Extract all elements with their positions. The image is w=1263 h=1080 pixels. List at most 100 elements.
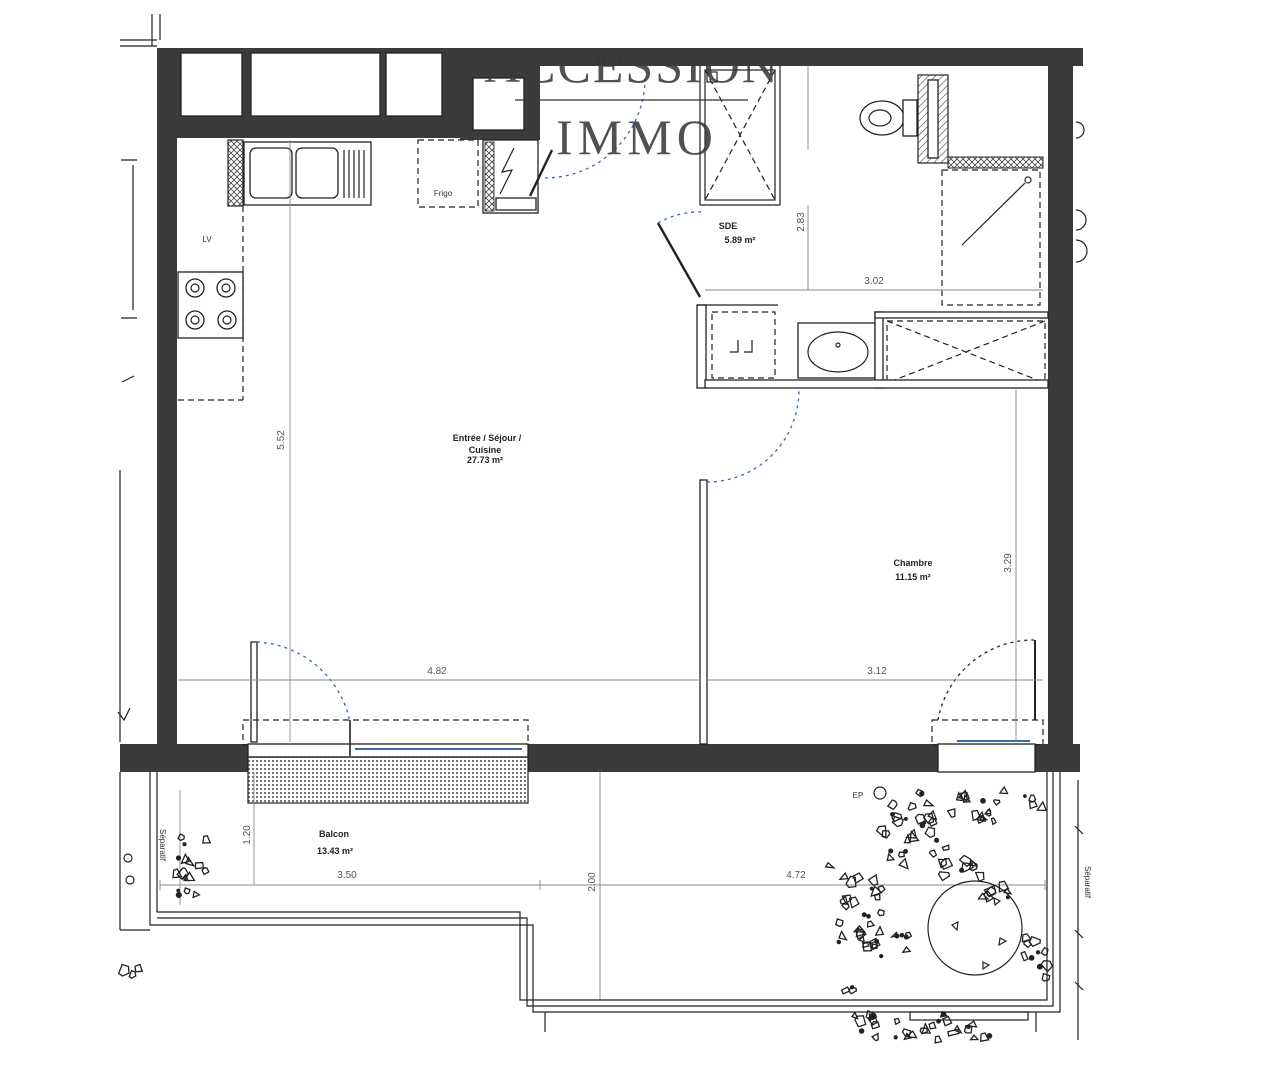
bathroom: SDE 5.89 m² [656, 66, 1049, 389]
context-line [1075, 121, 1088, 263]
plant-symbol [1040, 946, 1049, 957]
dimension-label: 2.00 [587, 872, 598, 892]
threshold-sill [247, 756, 529, 804]
plant-symbol [848, 896, 860, 909]
washing-machine [711, 311, 776, 379]
separator-label: Séparatif [158, 829, 167, 862]
watermark-line2: IMMO [556, 109, 718, 165]
plant-symbol [134, 963, 144, 973]
plant-symbol [955, 791, 965, 802]
plant-symbol [983, 890, 995, 903]
plant-symbol [877, 884, 886, 894]
watermark-logo: ACCESSION IMMO [484, 37, 780, 165]
plant-symbol [850, 1011, 859, 1020]
plant-symbol [983, 807, 992, 815]
room-area: 13.43 m² [317, 846, 353, 856]
plant-symbol [865, 1009, 876, 1020]
plant-symbol [1035, 950, 1041, 955]
plant-symbol [1023, 794, 1027, 798]
wall-facade [528, 744, 938, 772]
dimension-label: 5.52 [276, 430, 287, 450]
plant-symbol [866, 913, 871, 919]
duct-inner [927, 79, 939, 159]
shower-tray [704, 69, 776, 201]
wall-facade [1035, 744, 1080, 772]
plant-symbol [184, 856, 196, 867]
burner-inner [222, 315, 232, 325]
plant-symbol [947, 1028, 960, 1037]
room-area: 27.73 m² [467, 455, 503, 465]
sink-basin [295, 147, 339, 199]
room-name: Cuisine [469, 445, 502, 455]
plant-symbol [953, 1024, 963, 1035]
plant-symbol [961, 862, 974, 873]
plant-symbol [838, 930, 848, 941]
room-name: Balcon [319, 829, 349, 839]
cabinet [180, 52, 243, 117]
plant-symbol [934, 1035, 943, 1044]
wall-stub [696, 304, 707, 389]
plant-symbol [940, 857, 954, 871]
cabinet [385, 52, 443, 117]
burner [217, 310, 237, 330]
plant-symbol [890, 812, 895, 817]
plant-symbol [874, 925, 885, 936]
plant-symbol [903, 816, 908, 821]
sink-basin [249, 147, 293, 199]
window-opening [937, 743, 1036, 773]
shower-cross [704, 69, 776, 201]
plant-symbol [841, 894, 853, 905]
washbasin-drain [835, 342, 841, 348]
plant-symbol [854, 1015, 867, 1028]
plant-symbol [998, 785, 1009, 795]
plant-symbol [870, 1020, 881, 1030]
dimensions: 5.52 4.82 2.83 3.02 3.29 3.12 1.20 3.50 … [159, 140, 1046, 1000]
dimension-label: 3.02 [864, 276, 884, 287]
living-room: Entrée / Séjour / Cuisine 27.73 m² [242, 433, 529, 804]
context-line [1074, 780, 1084, 1040]
plant-symbol [909, 830, 920, 843]
hatched-band [947, 156, 1044, 169]
plant-symbol [946, 808, 956, 819]
oven-hatch [484, 141, 495, 212]
plant-symbol [870, 885, 883, 898]
door-swing [256, 641, 351, 723]
shower-screen [961, 182, 1026, 246]
plant-symbol [824, 861, 836, 869]
door-swing [544, 77, 646, 179]
upper-cabinets [180, 52, 525, 131]
plant-symbol [937, 871, 951, 882]
hatched-strip [227, 139, 244, 207]
plant-symbol [848, 986, 858, 995]
plant-symbol [183, 887, 191, 895]
watermark-line1: ACCESSION [484, 37, 780, 93]
room-name: Entrée / Séjour / [453, 433, 522, 443]
plant-symbol [1023, 939, 1033, 949]
kitchen: Frigo LV [177, 77, 646, 401]
dimension-label: 2.83 [796, 212, 807, 232]
plant-symbol [869, 886, 874, 891]
plant-symbol [855, 928, 867, 941]
plant-symbol [904, 931, 913, 940]
plant-symbol [879, 953, 884, 959]
plant-symbol [866, 920, 876, 928]
plant-symbol [175, 855, 182, 861]
plant-symbol [928, 849, 938, 858]
plant-symbol [901, 945, 912, 954]
fridge-label: Frigo [434, 189, 453, 198]
washbasin-bowl [807, 331, 869, 373]
plant-symbol [888, 848, 894, 854]
fridge-outline [417, 139, 479, 208]
context-mark [123, 853, 133, 863]
washing-machine-symbol [730, 340, 753, 353]
plant-symbol [182, 842, 187, 847]
railing [149, 772, 1061, 1013]
plant-symbol [907, 801, 917, 811]
plant-symbol [936, 1018, 942, 1024]
plant-symbol [838, 871, 849, 881]
context-line [119, 772, 150, 931]
plant-symbol [1003, 887, 1013, 895]
room-area: 11.15 m² [895, 572, 931, 582]
plant-symbol [919, 822, 926, 829]
plant-symbol [172, 868, 183, 879]
